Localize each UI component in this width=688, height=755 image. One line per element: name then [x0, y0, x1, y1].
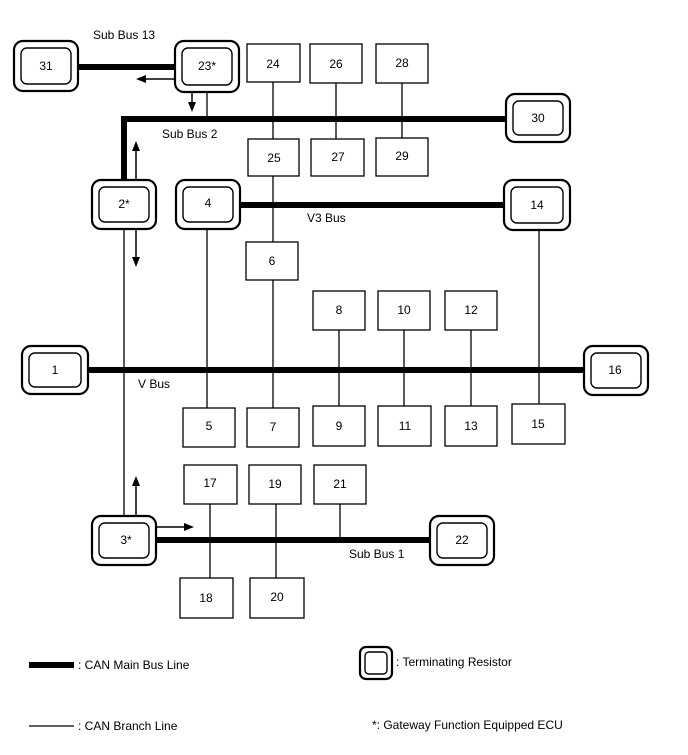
ecu-13-label: 13 [464, 419, 478, 433]
legend-terminating-resistor-swatch [358, 645, 394, 681]
ecu-21: 21 [313, 464, 367, 505]
sub-bus-2-label: Sub Bus 2 [162, 127, 218, 141]
ecu-4-label: 4 [205, 196, 212, 210]
ecu-30: 30 [504, 92, 572, 144]
legend-branch-line-label: : CAN Branch Line [78, 719, 178, 733]
ecu-23-label: 23* [198, 59, 216, 73]
ecu-30-label: 30 [531, 111, 545, 125]
ecu-12-label: 12 [464, 303, 478, 317]
ecu-13: 13 [444, 405, 498, 447]
ecu-29: 29 [375, 137, 429, 177]
ecu-31-label: 31 [39, 59, 53, 73]
ecu-19-label: 19 [268, 477, 282, 491]
ecu-16-label: 16 [608, 363, 622, 377]
ecu-25: 25 [247, 138, 300, 177]
ecu-9: 9 [312, 405, 366, 447]
ecu-25-label: 25 [267, 151, 281, 165]
ecu-17: 17 [183, 464, 238, 505]
ecu-28: 28 [375, 43, 429, 84]
ecu-5-label: 5 [206, 419, 213, 433]
sub-bus-2-line [121, 116, 510, 182]
ecu-15: 15 [511, 403, 566, 445]
ecu-11-label: 11 [399, 419, 412, 433]
ecu-15-label: 15 [531, 417, 545, 431]
ecu-21-label: 21 [333, 477, 347, 491]
ecu-22-label: 22 [455, 533, 469, 547]
legend-main-bus-label: : CAN Main Bus Line [78, 658, 190, 672]
v3-bus-label: V3 Bus [307, 211, 346, 225]
ecu-31: 31 [12, 39, 80, 93]
ecu-14-label: 14 [530, 198, 544, 212]
ecu-24: 24 [246, 43, 301, 83]
ecu-18-label: 18 [199, 591, 213, 605]
ecu-9-label: 9 [336, 419, 343, 433]
ecu-27-label: 27 [331, 150, 345, 164]
ecu-6: 6 [245, 241, 299, 281]
ecu-26-label: 26 [329, 57, 343, 71]
ecu-19: 19 [248, 464, 302, 505]
ecu-24-label: 24 [266, 57, 280, 71]
ecu-12: 12 [444, 290, 498, 331]
sub-bus-1-label: Sub Bus 1 [349, 547, 405, 561]
legend-terminating-resistor-label: : Terminating Resistor [396, 655, 512, 669]
ecu-22: 22 [428, 514, 496, 567]
legend-gateway-label: *: Gateway Function Equipped ECU [372, 718, 563, 732]
ecu-7: 7 [246, 407, 300, 448]
ecu-8: 8 [312, 290, 366, 331]
v-bus-label: V Bus [138, 377, 170, 391]
ecu-20: 20 [249, 577, 305, 619]
ecu-17-label: 17 [203, 476, 217, 490]
ecu-14: 14 [502, 178, 572, 232]
ecu-26: 26 [309, 43, 363, 84]
ecu-10-label: 10 [397, 303, 411, 317]
ecu-10: 10 [377, 290, 431, 331]
ecu-20-label: 20 [270, 590, 284, 604]
ecu-16: 16 [582, 344, 650, 397]
ecu-27: 27 [310, 138, 365, 177]
ecu-6-label: 6 [269, 254, 276, 268]
ecu-28-label: 28 [395, 56, 409, 70]
ecu-3: 3* [90, 514, 158, 567]
ecu-18: 18 [179, 577, 234, 619]
ecu-3-label: 3* [120, 533, 132, 547]
ecu-2-label: 2* [118, 197, 130, 211]
legend: : CAN Main Bus Line : CAN Branch Line : … [29, 645, 563, 733]
ecu-8-label: 8 [336, 303, 343, 317]
ecu-1: 1 [20, 344, 90, 396]
ecu-29-label: 29 [395, 149, 409, 163]
ecu-5: 5 [182, 407, 236, 448]
sub-bus-13-label: Sub Bus 13 [93, 28, 155, 42]
ecu-23: 23* [173, 39, 241, 94]
ecu-1-label: 1 [52, 363, 59, 377]
ecu-7-label: 7 [270, 420, 277, 434]
ecu-4: 4 [174, 178, 242, 231]
ecu-11: 11 [377, 405, 432, 447]
ecu-2: 2* [90, 178, 158, 231]
